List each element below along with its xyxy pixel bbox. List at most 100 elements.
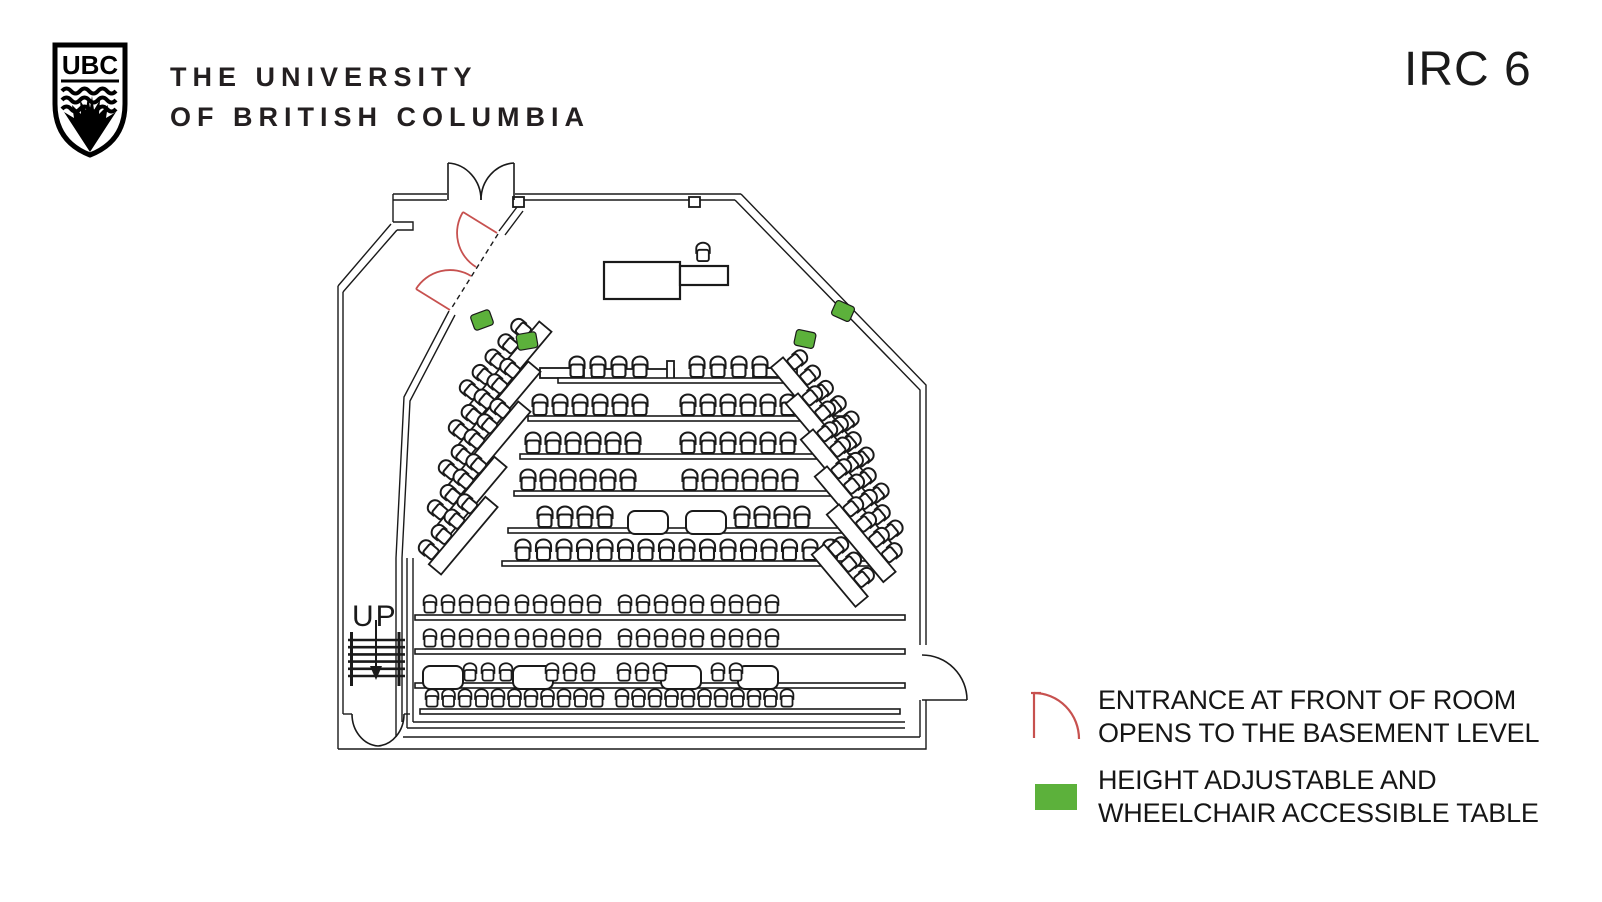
row-table xyxy=(419,708,901,715)
seat xyxy=(631,355,649,379)
row-table xyxy=(519,453,859,460)
seat xyxy=(634,662,650,682)
seat xyxy=(599,468,617,492)
door-swing xyxy=(447,162,482,201)
seat xyxy=(619,468,637,492)
seat xyxy=(631,393,649,417)
seat xyxy=(519,468,537,492)
seat xyxy=(523,688,539,708)
seat xyxy=(426,499,449,521)
seat xyxy=(544,431,562,455)
accessible-table xyxy=(793,329,817,349)
seat xyxy=(681,468,699,492)
seat xyxy=(631,688,646,708)
room-title: IRC 6 xyxy=(1404,43,1532,96)
seat xyxy=(452,468,475,490)
seat xyxy=(779,431,797,455)
seat xyxy=(534,538,553,562)
seat xyxy=(679,431,697,455)
seat xyxy=(424,688,440,708)
seat xyxy=(728,628,744,648)
seat xyxy=(761,468,779,492)
seat xyxy=(814,400,837,422)
wall xyxy=(337,223,392,287)
seat xyxy=(671,594,687,614)
door-swing-icon xyxy=(1031,691,1081,740)
seat xyxy=(550,594,566,614)
seat xyxy=(635,594,651,614)
seat xyxy=(868,526,890,548)
seat xyxy=(573,688,588,708)
seat xyxy=(739,431,757,455)
seat xyxy=(763,688,778,708)
seat xyxy=(564,431,582,455)
seat xyxy=(458,594,474,614)
seat xyxy=(596,538,614,562)
seat xyxy=(840,551,863,573)
seat xyxy=(532,628,548,648)
seat xyxy=(494,628,510,648)
seat xyxy=(584,431,602,455)
seat xyxy=(498,662,514,682)
seat xyxy=(764,594,780,614)
legend-accessible-text: HEIGHT ADJUSTABLE AND WHEELCHAIR ACCESSI… xyxy=(1098,765,1539,828)
university-wordmark: THE UNIVERSITY OF BRITISH COLUMBIA xyxy=(170,57,590,137)
empty-table xyxy=(685,510,727,535)
seat xyxy=(551,393,569,417)
seat xyxy=(728,662,744,682)
seat xyxy=(698,538,717,562)
seat xyxy=(490,688,506,708)
seat xyxy=(759,431,777,455)
seat xyxy=(728,594,744,614)
seat xyxy=(555,538,573,562)
seat xyxy=(664,688,679,708)
seat xyxy=(739,393,757,417)
seat xyxy=(779,688,795,708)
seat xyxy=(829,436,852,458)
seat xyxy=(746,688,762,708)
seat xyxy=(689,628,705,648)
seat xyxy=(476,628,492,648)
seat xyxy=(559,468,577,492)
seat xyxy=(710,662,726,682)
seat xyxy=(719,393,737,417)
seat xyxy=(532,594,548,614)
university-line1: THE UNIVERSITY xyxy=(170,62,478,92)
seat xyxy=(489,397,511,419)
seat xyxy=(576,505,594,529)
seat xyxy=(751,355,769,379)
seat xyxy=(730,355,748,379)
seat xyxy=(764,628,780,648)
entrance-door-swing xyxy=(415,269,472,290)
seat xyxy=(550,628,566,648)
university-line2: OF BRITISH COLUMBIA xyxy=(170,102,590,132)
door-swing xyxy=(351,713,379,747)
row-table xyxy=(825,503,897,584)
seat xyxy=(730,688,745,708)
seat xyxy=(653,594,669,614)
angled-row xyxy=(417,493,499,576)
seat xyxy=(721,468,739,492)
row-table xyxy=(427,495,499,576)
seat xyxy=(746,628,762,648)
wall xyxy=(393,221,414,231)
seat xyxy=(657,538,676,562)
seat xyxy=(710,594,726,614)
seat xyxy=(780,538,799,562)
seat xyxy=(596,505,614,529)
ubc-logo: UBC xyxy=(52,42,128,158)
seat xyxy=(699,393,717,417)
seat xyxy=(855,511,878,533)
door-swing xyxy=(480,162,515,201)
seat xyxy=(679,393,697,417)
legend-item-entrance: ENTRANCE AT FRONT OF ROOM OPENS TO THE B… xyxy=(1030,684,1539,750)
seat xyxy=(586,594,602,614)
seat xyxy=(719,538,737,562)
seat xyxy=(617,594,633,614)
seat xyxy=(474,688,489,708)
wall xyxy=(740,193,927,645)
seat xyxy=(430,523,453,545)
legend: ENTRANCE AT FRONT OF ROOM OPENS TO THE B… xyxy=(1030,684,1539,830)
seat xyxy=(536,505,554,529)
